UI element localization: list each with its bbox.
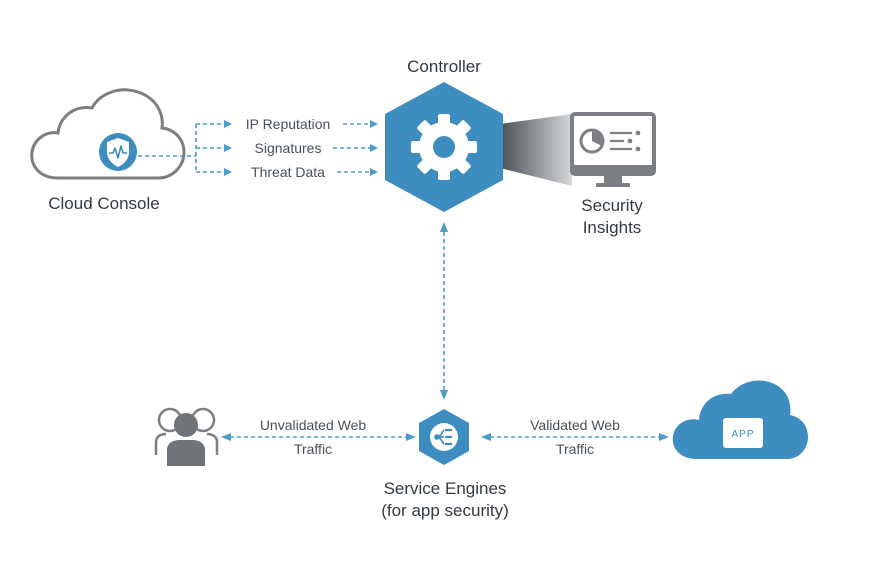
app-cloud: APP <box>672 380 808 459</box>
controller-label: Controller <box>407 57 481 76</box>
users-icon <box>154 407 219 466</box>
shield-icon <box>99 133 137 171</box>
insight-beam <box>500 114 572 186</box>
service-engines-label-line1: Service Engines <box>384 479 507 498</box>
monitor-icon <box>570 112 656 187</box>
validated-label-line1: Validated Web <box>530 417 620 433</box>
service-engines-label-line2: (for app security) <box>381 501 509 520</box>
validated-connector: Validated Web Traffic <box>481 417 669 457</box>
cloud-console-label: Cloud Console <box>48 194 160 213</box>
feed-connectors: IP Reputation Signatures Threat Data <box>138 116 378 180</box>
cloud-console: Cloud Console <box>30 88 186 213</box>
service-engine-icon <box>430 423 458 451</box>
feed-label-threat-data: Threat Data <box>251 164 325 180</box>
feed-label-ip-reputation: IP Reputation <box>246 116 331 132</box>
unvalidated-label-line1: Unvalidated Web <box>260 417 367 433</box>
controller: Controller <box>385 57 503 212</box>
gear-icon <box>411 114 477 180</box>
app-badge-label: APP <box>731 429 754 440</box>
security-insights-label-line1: Security <box>581 196 643 215</box>
service-engine: Service Engines (for app security) <box>381 409 509 520</box>
validated-label-line2: Traffic <box>556 441 594 457</box>
security-insights-label-line2: Insights <box>583 218 642 237</box>
security-insights: Security Insights <box>570 112 656 237</box>
controller-se-connector <box>440 222 448 400</box>
unvalidated-connector: Unvalidated Web Traffic <box>221 417 416 457</box>
feed-label-signatures: Signatures <box>255 140 322 156</box>
app-badge <box>723 418 763 448</box>
unvalidated-label-line2: Traffic <box>294 441 332 457</box>
